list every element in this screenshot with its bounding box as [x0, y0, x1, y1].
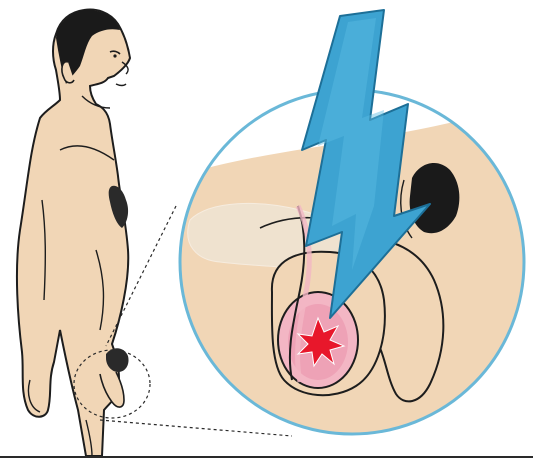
- guide-line-bottom: [100, 420, 292, 436]
- ground-line: [0, 456, 533, 464]
- man-figure-icon: [17, 10, 130, 456]
